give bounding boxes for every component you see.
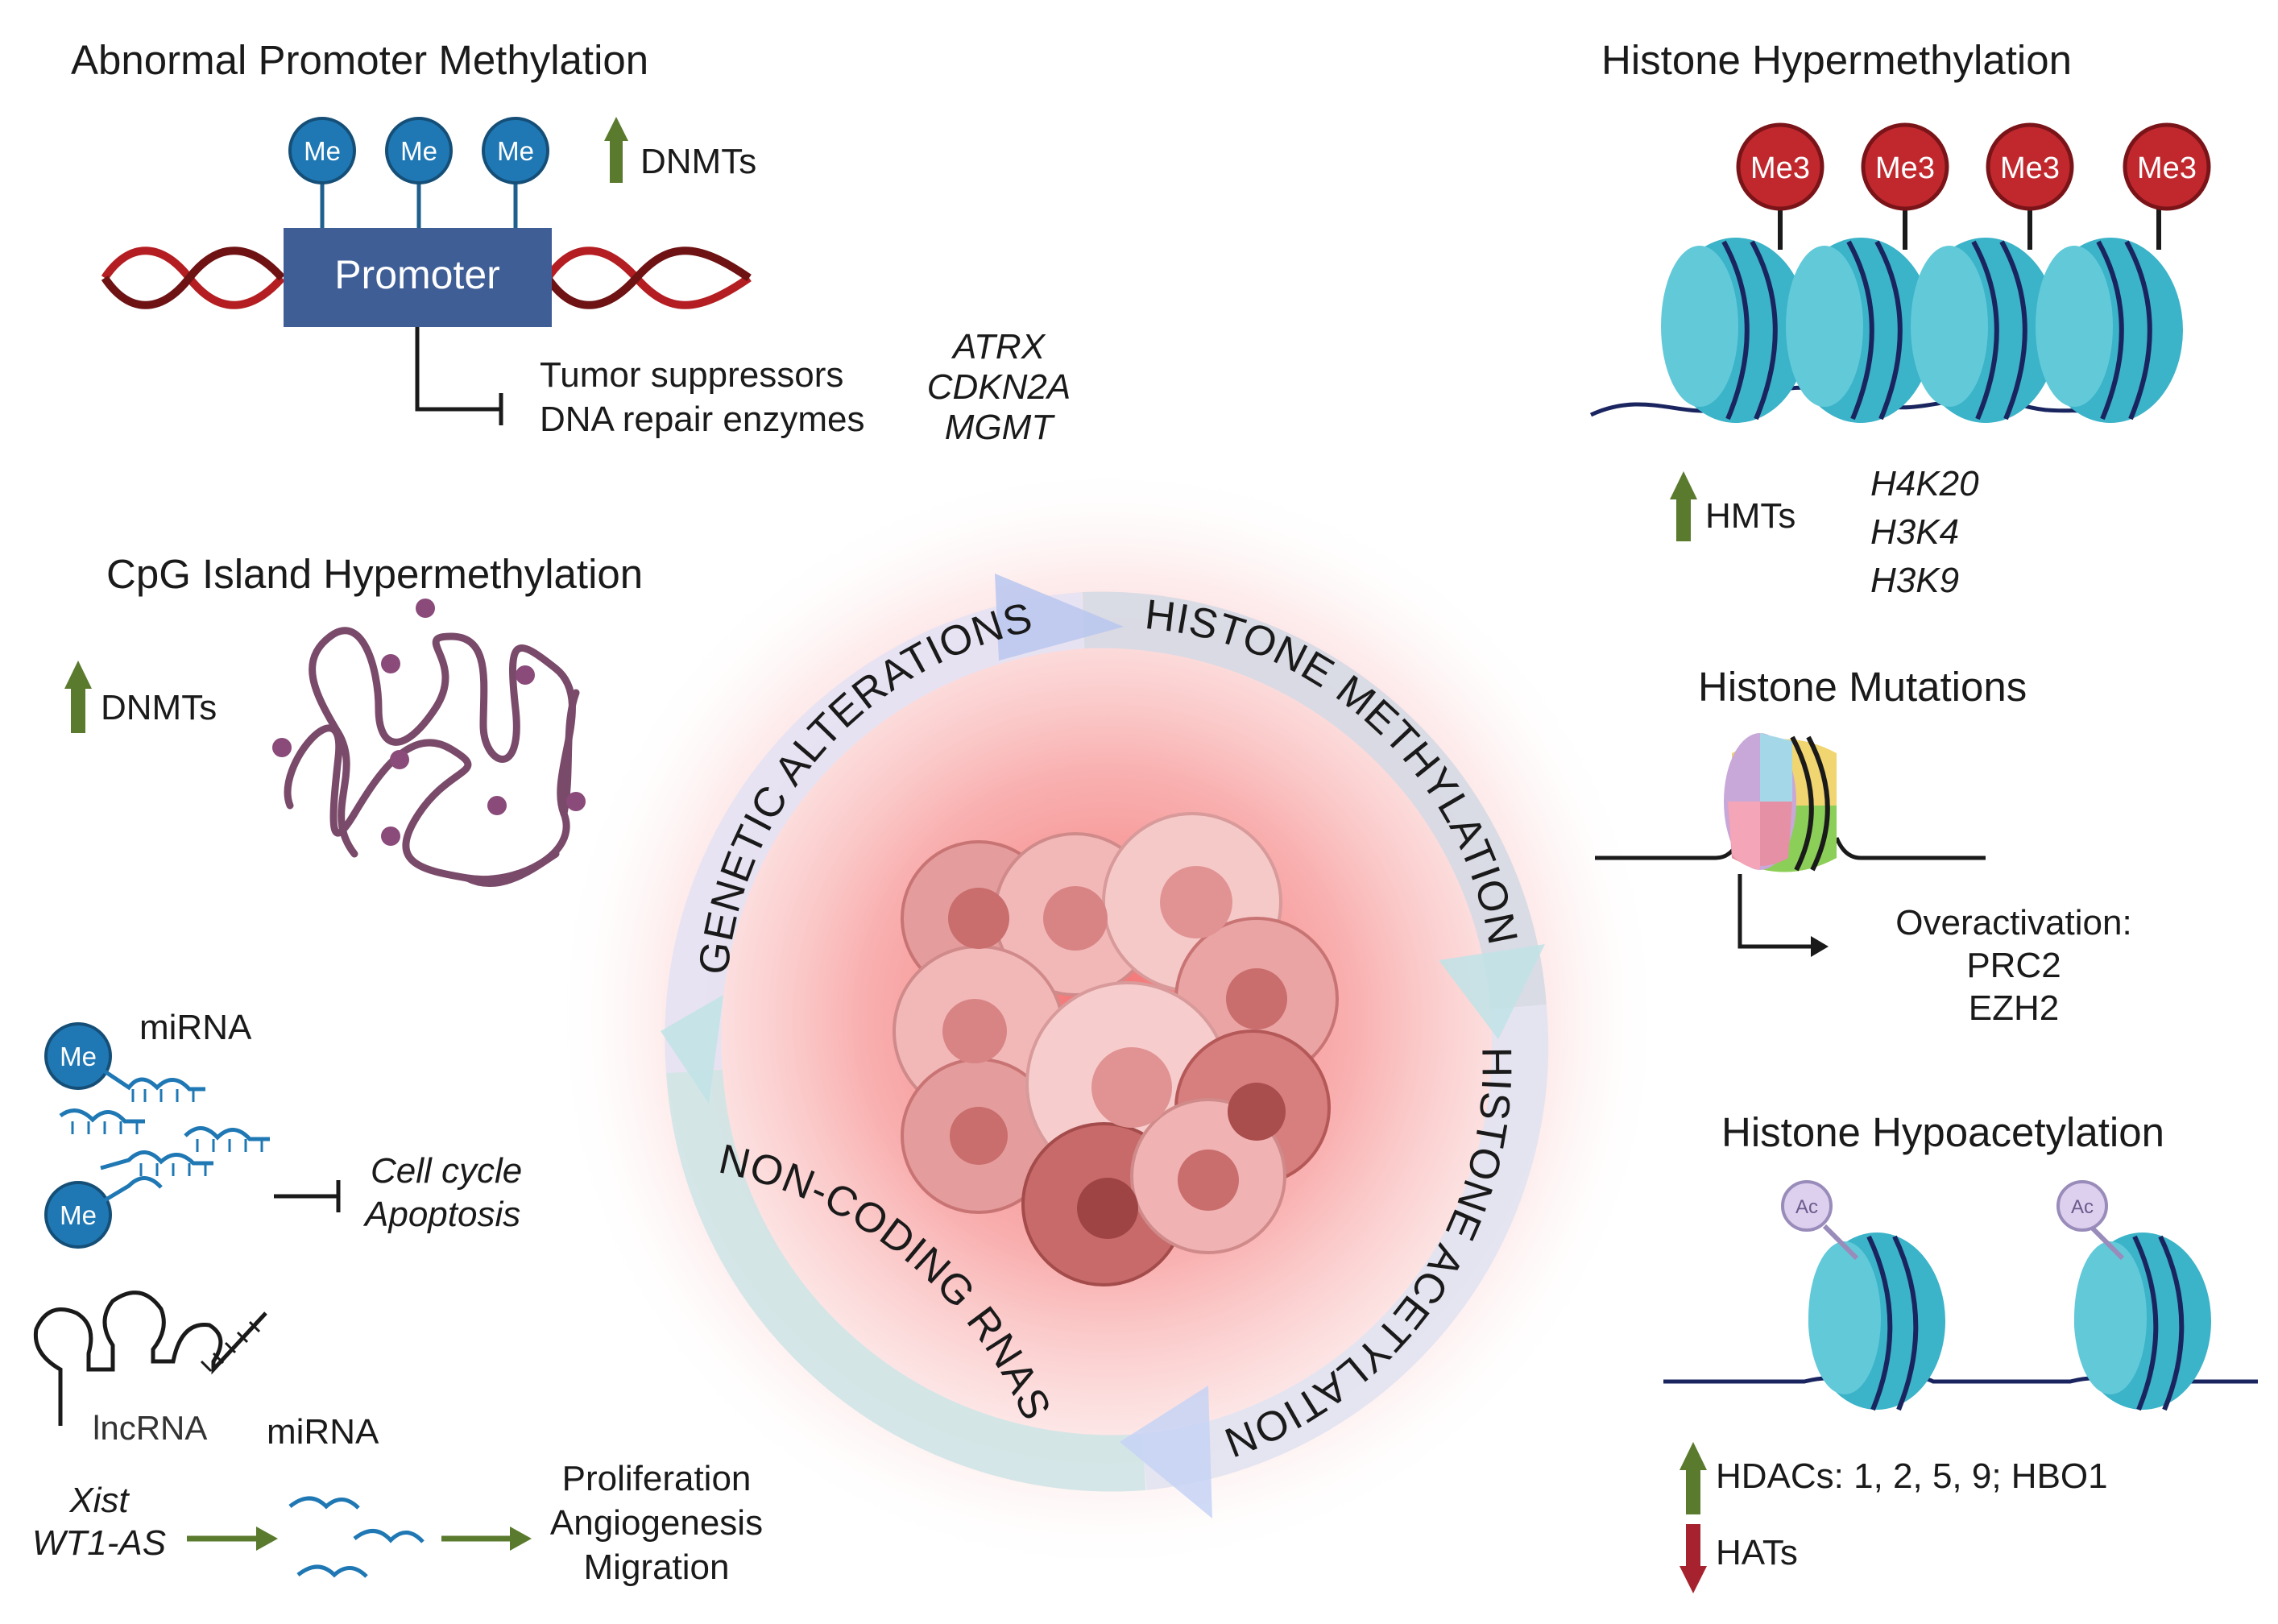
ac-label: Ac [2071,1196,2094,1218]
inhibition-line [415,327,501,412]
up-arrow-icon [1680,1442,1707,1514]
me-marker [44,1181,112,1249]
hyper-title: Histone Hypermethylation [1601,37,2072,83]
gene-text: CDKN2A [927,367,1071,407]
overactivation-label: Overactivation: [1895,903,2131,942]
arrowhead-right [1439,944,1545,1039]
me-marker [44,1022,112,1090]
mark-text: H3K4 [1870,512,1959,552]
ring-noncoding [666,1069,1146,1492]
ring-acetylation [1141,1004,1549,1490]
me3-label: Me3 [2137,151,2197,185]
mirna-strand-icon [59,1069,270,1203]
panel-promoter-methylation: Abnormal Promoter Methylation Promoter M… [71,37,1071,447]
panel-histone-hypoacetylation: Histone Hypoacetylation Ac Ac HDACs: 1, … [1663,1109,2258,1593]
promoter-title: Abnormal Promoter Methylation [71,37,648,83]
target-text: PRC2 [1966,946,2061,985]
ac-label: Ac [1795,1196,1818,1218]
up-arrow-icon [604,117,628,183]
panel-histone-hypermethylation: Histone Hypermethylation [1589,37,2211,600]
me-marker [482,117,549,184]
hmts-label: HMTs [1705,496,1795,536]
lnc-gene-text: Xist [68,1481,130,1520]
me3-marker [1736,122,1824,211]
green-arrow-icon [441,1527,532,1551]
lnc-gene-text: WT1-AS [32,1523,166,1563]
down-arrow-icon [1680,1524,1707,1593]
mirna-strand-icon [288,1496,425,1578]
lncrna-hairpin-icon [33,1290,267,1426]
lncrna-label: lncRNA [93,1409,207,1447]
ring-genetic [665,592,1086,1074]
me3-marker [2123,122,2211,211]
me-label: Me [60,1042,97,1071]
activation-arrow [1737,874,1812,949]
mirna-bottom-label: miRNA [267,1412,379,1452]
green-arrow-icon [187,1527,278,1551]
me3-label: Me3 [1750,151,1810,185]
tumor-cluster [893,812,1339,1286]
mark-text: H3K9 [1870,561,1959,600]
nucleosome-icon [2036,238,2183,423]
chromatin-strand-icon [284,627,580,888]
mirna-teeth [71,1089,263,1176]
promoter-label: Promoter [334,252,500,297]
ring-methylation [1082,591,1547,1009]
hypo-title: Histone Hypoacetylation [1721,1109,2164,1155]
central-cycle: GENETIC ALTERATIONS HISTONE METHYLATION … [552,463,1663,1575]
dna-helix-icon [101,246,752,309]
ac-marker [1781,1180,1833,1232]
me-marker [288,117,356,184]
effect-text: Cell cycle [371,1151,522,1191]
mutations-title: Histone Mutations [1698,664,2027,710]
outcome-text: Migration [584,1547,730,1587]
dnmts-label: DNMTs [640,142,756,181]
me-label: Me [304,136,341,166]
ac-marker [2056,1180,2108,1232]
me-label: Me [60,1200,97,1230]
target-text: DNA repair enzymes [540,400,864,439]
target-text: EZH2 [1969,988,2059,1028]
me3-label: Me3 [2000,151,2060,185]
me3-marker [1986,122,2074,211]
arrowhead-bottom [1120,1386,1212,1518]
effect-text: Apoptosis [362,1195,520,1234]
arrowhead-top [995,574,1124,661]
lncrna-teeth [200,1320,261,1373]
hdacs-label: HDACs: 1, 2, 5, 9; HBO1 [1716,1456,2108,1496]
mirna-top-label: miRNA [139,1008,252,1047]
nucleosome-icon [1911,238,2058,423]
up-arrow-icon [64,661,92,733]
promoter-box [284,228,552,327]
panel-histone-mutations: Histone Mutations Overactivation: PRC2 E… [1595,664,2132,1028]
arrowhead-left [661,995,723,1104]
methyl-dot-group [272,599,586,846]
me-label: Me [497,136,534,166]
outcome-text: Angiogenesis [550,1503,763,1543]
nucleosome-icon [1808,1232,1945,1411]
hats-label: HATs [1716,1533,1798,1572]
nucleosome-icon [1786,238,1933,423]
cpg-title: CpG Island Hypermethylation [106,551,643,597]
nucleosome-icon [2074,1232,2211,1411]
me-marker [385,117,453,184]
gene-text: ATRX [951,327,1046,367]
target-text: Tumor suppressors [540,355,843,395]
me3-label: Me3 [1875,151,1935,185]
gene-text: MGMT [945,408,1056,447]
panel-cpg-hypermethylation: CpG Island Hypermethylation DNMTs [64,551,643,888]
panel-ncrna: miRNA Me Me Cell cycle Apoptosis [32,1008,763,1587]
mark-text: H4K20 [1870,464,1979,503]
me-label: Me [400,136,437,166]
outcome-text: Proliferation [562,1459,752,1498]
up-arrow-icon [1670,471,1697,541]
dnmts-label: DNMTs [101,688,217,727]
me3-marker [1861,122,1949,211]
nucleosome-icon [1661,238,1808,423]
mutated-nucleosome-icon [1724,733,1837,872]
